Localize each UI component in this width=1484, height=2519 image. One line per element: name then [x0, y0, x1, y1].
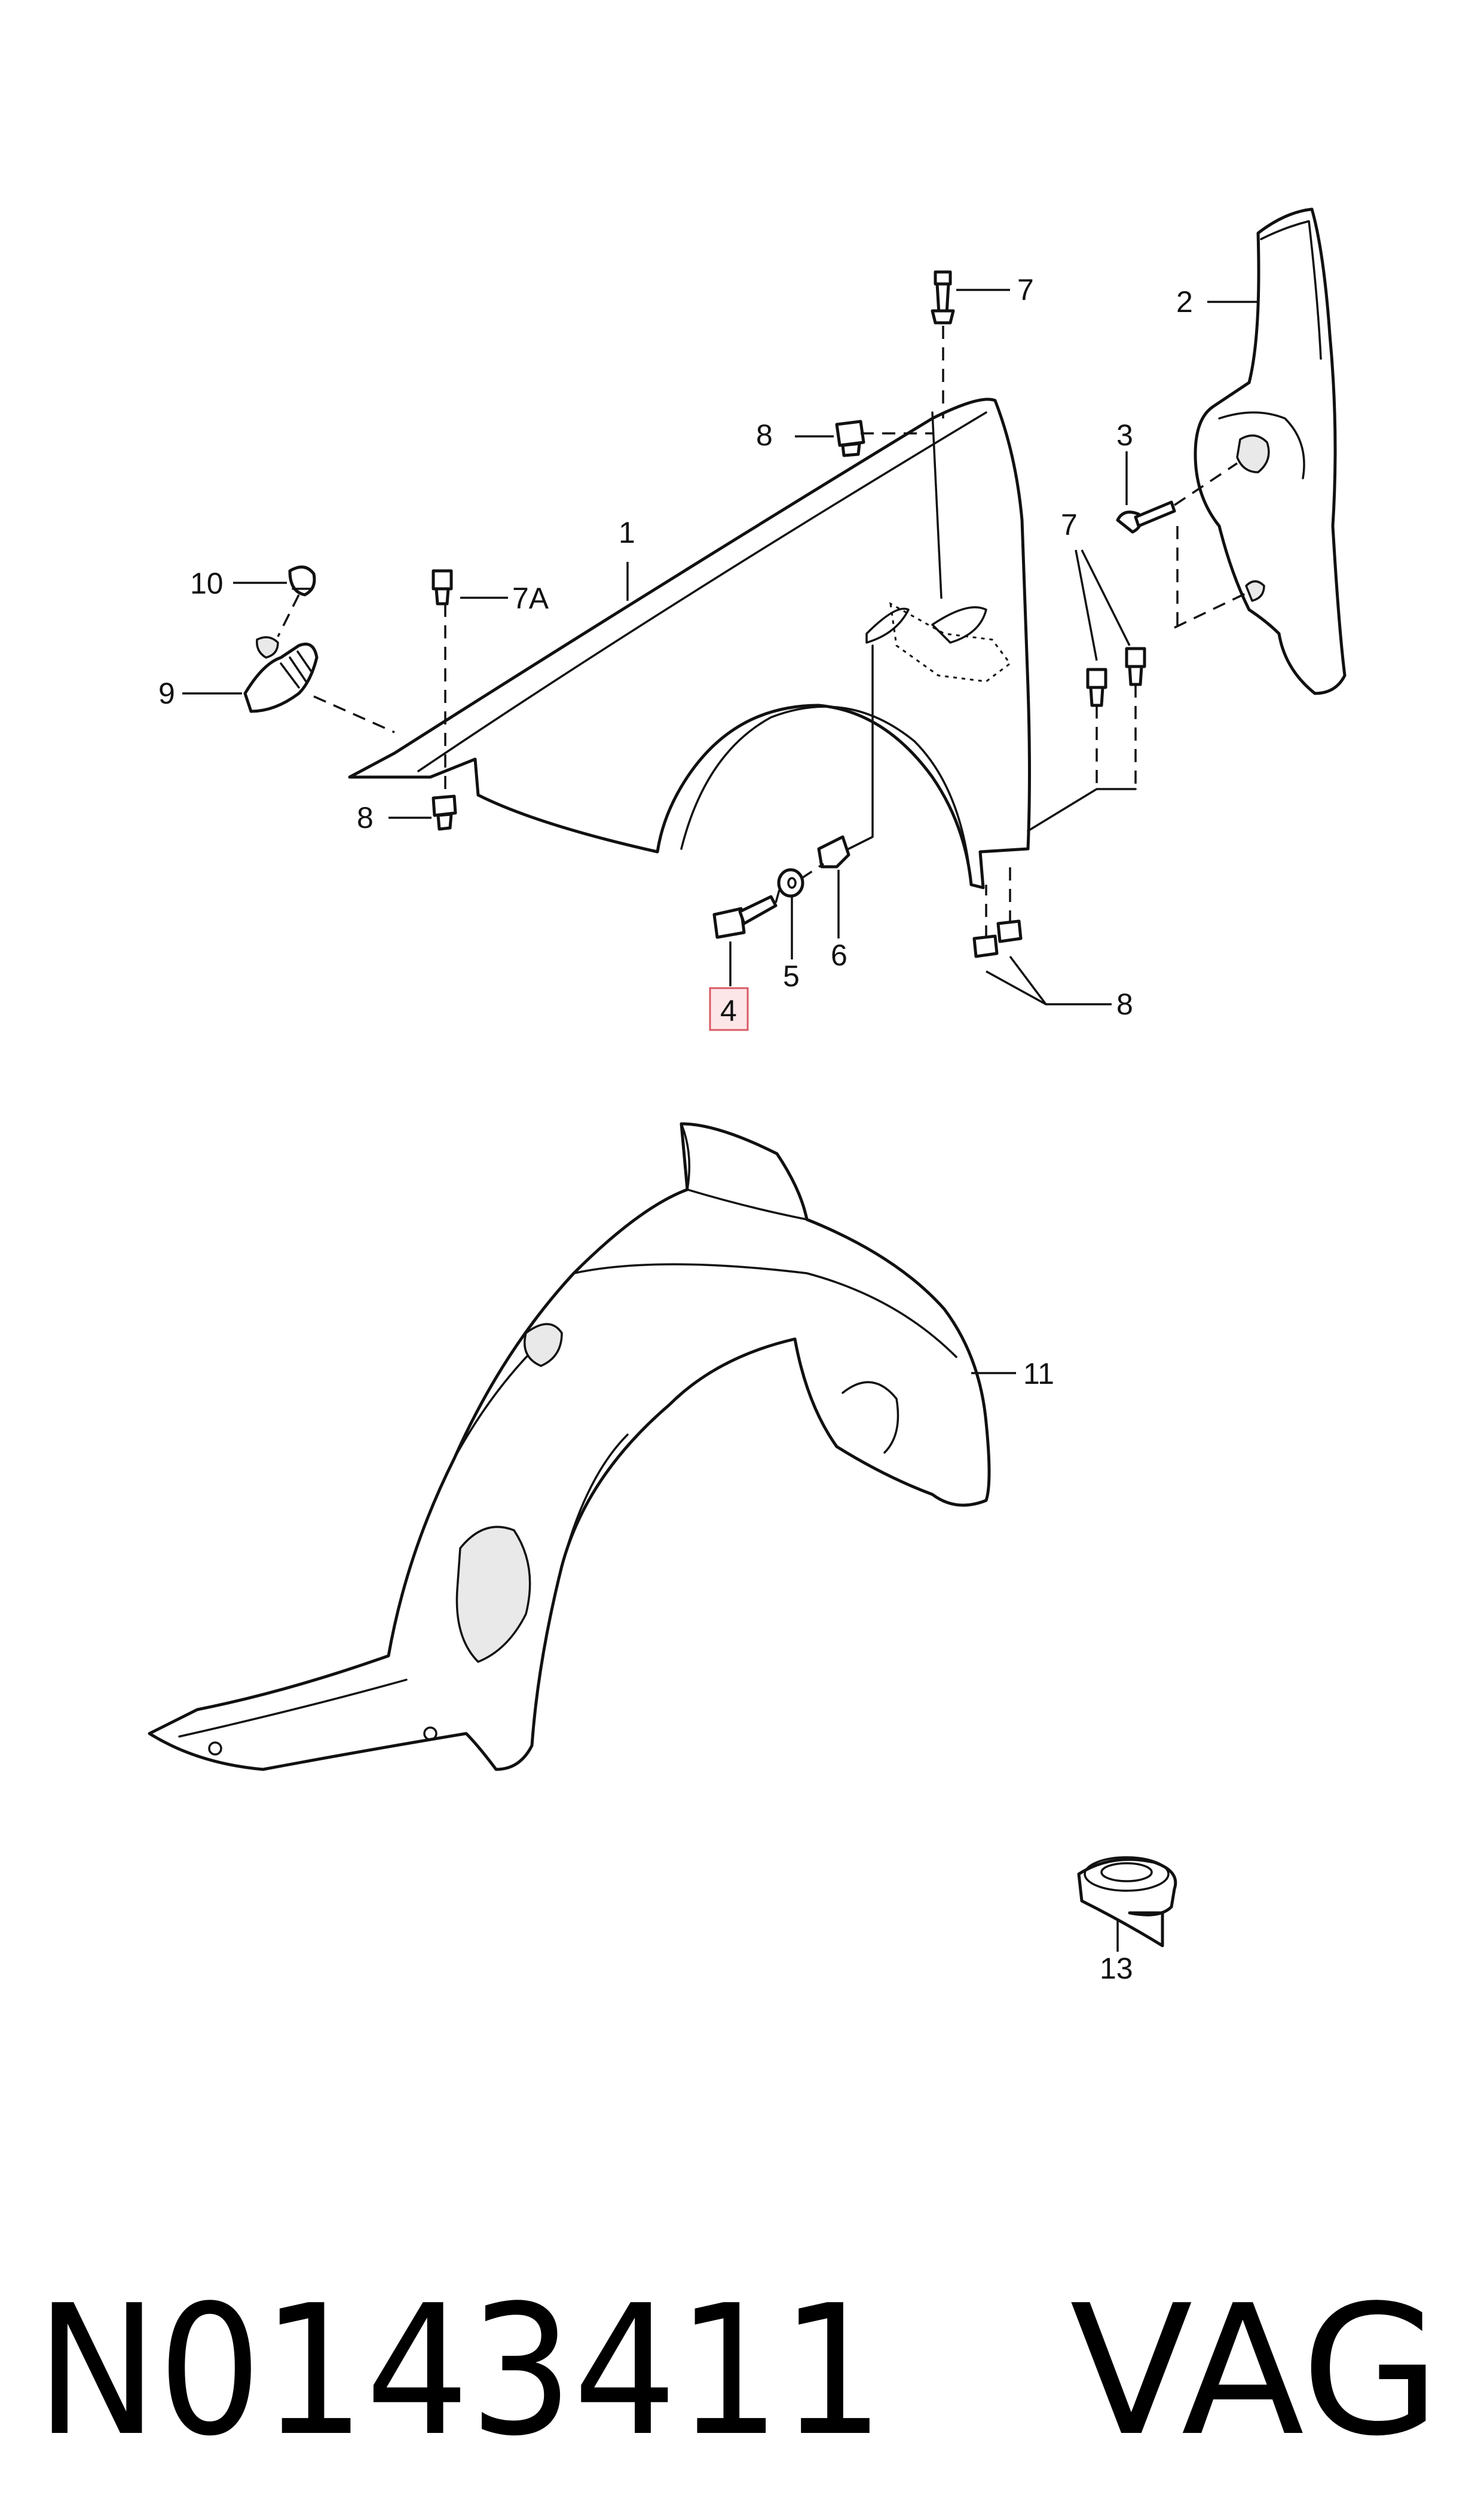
callout-3: 3 — [1116, 418, 1133, 452]
leader-lines — [182, 289, 1258, 1952]
bolt-icon — [1086, 647, 1146, 707]
assembly-lines — [277, 326, 1250, 938]
adhesive-tape-roll — [1077, 1856, 1177, 1948]
nut-icon — [972, 919, 1023, 958]
callout-9: 9 — [158, 677, 175, 710]
part-number: N0143411 — [36, 2267, 885, 2475]
callout-4[interactable]: 4 — [720, 994, 737, 1028]
callout-7-top: 7 — [1017, 273, 1034, 307]
wheel-housing-liner — [148, 1122, 991, 1771]
callout-5: 5 — [783, 959, 800, 993]
screw-icon — [931, 270, 955, 325]
washer-icon — [777, 868, 804, 898]
callout-8-bottom: 8 — [1116, 988, 1133, 1021]
callout-11: 11 — [1023, 1357, 1054, 1390]
callout-6: 6 — [831, 938, 847, 972]
callout-1: 1 — [619, 516, 635, 549]
front-fender — [348, 398, 1031, 889]
callout-2: 2 — [1176, 285, 1193, 319]
brand-name: VAG — [1070, 2267, 1440, 2475]
callout-7-right: 7 — [1061, 508, 1078, 542]
bolt-icon — [432, 569, 453, 606]
fasteners — [243, 270, 1176, 958]
callout-13: 13 — [1100, 1952, 1133, 1985]
clip-icon — [817, 835, 850, 869]
callout-4-highlight — [709, 987, 749, 1031]
callout-labels: 1 2 3 4 5 6 7 7 7A 8 8 8 9 10 11 13 — [158, 273, 1193, 1985]
mounting-bracket-icon — [243, 636, 319, 713]
callout-8-left: 8 — [357, 801, 374, 834]
screw-icon — [1116, 500, 1176, 534]
clip-icon — [288, 565, 316, 597]
callout-8-top: 8 — [756, 418, 773, 452]
callout-7a: 7A — [512, 582, 549, 615]
footer: N0143411 VAG — [36, 2267, 1440, 2475]
nut-icon — [835, 420, 865, 457]
bolt-icon — [712, 895, 778, 939]
nut-icon — [432, 794, 457, 831]
fender-bracket — [1194, 207, 1347, 695]
callout-10: 10 — [190, 567, 224, 600]
